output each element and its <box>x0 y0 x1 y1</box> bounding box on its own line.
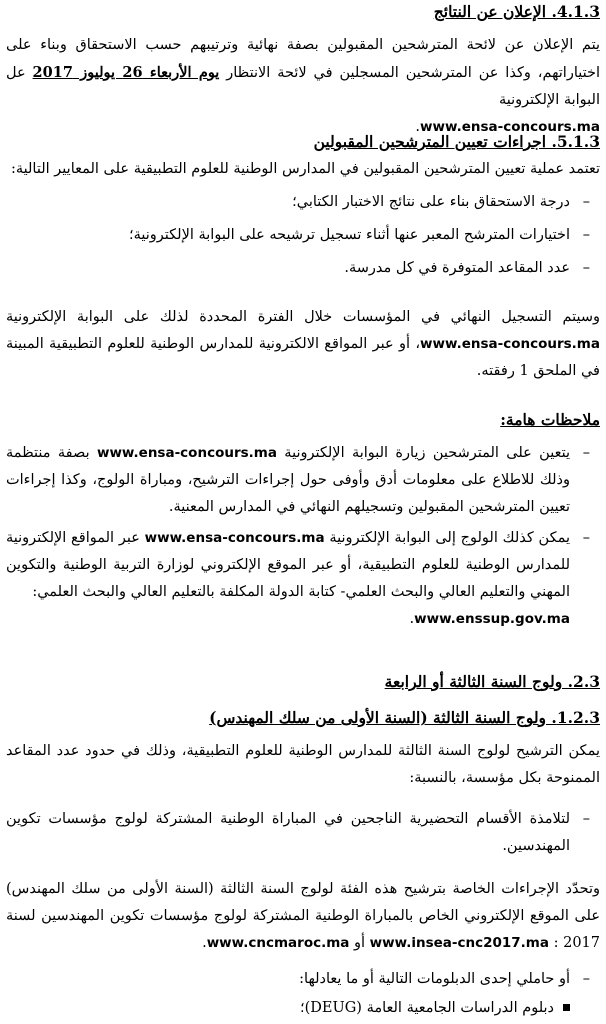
diploma-sub-item-1-text: دبلوم الدراسات الجامعية العامة (DEUG)؛ <box>300 1000 554 1016</box>
note2-url2[interactable]: www.enssup.gov.ma <box>414 611 570 627</box>
note-item-1: يتعين على المترشحين زيارة البوابة الإلكت… <box>6 440 600 521</box>
section-5-1-3: 5.1.3. اجراءات تعيين المترشحين المقبولين <box>6 132 600 152</box>
criteria-intro: تعتمد عملية تعيين المترشحين المقبولين في… <box>10 161 600 177</box>
procedure-or: أو <box>349 935 370 951</box>
section-1-2-3: 1.2.3. ولوج السنة الثالثة (السنة الأولى … <box>6 708 600 728</box>
third-year-item-block: لتلامذة الأقسام التحضيرية الناجحين في ال… <box>6 806 600 860</box>
notes-list-block: يتعين على المترشحين زيارة البوابة الإلكت… <box>6 440 600 633</box>
results-url[interactable]: www.ensa-concours.ma <box>420 119 600 135</box>
results-text-a: يتم الإعلان عن لائحة المترشحين المقبولين… <box>6 37 601 81</box>
third-year-item-1: لتلامذة الأقسام التحضيرية الناجحين في ال… <box>6 806 600 860</box>
third-year-intro: يمكن الترشيح لولوج السنة الثالثة للمدارس… <box>6 743 600 786</box>
results-text: يتم الإعلان عن لائحة المترشحين المقبولين… <box>6 32 600 141</box>
diplomas-block: أو حاملي إحدى الدبلومات التالية أو ما يع… <box>6 966 600 1022</box>
section-heading-5-1-3: 5.1.3. اجراءات تعيين المترشحين المقبولين <box>313 132 600 151</box>
final-url[interactable]: www.ensa-concours.ma <box>420 336 600 352</box>
criteria-item-2: اختيارات المترشح المعبر عنها أثناء تسجيل… <box>6 222 600 249</box>
section-heading-1-2-3: 1.2.3. ولوج السنة الثالثة (السنة الأولى … <box>209 708 600 727</box>
note2-text-b: عبر المواقع الإلكترونية للمدارس الوطنية … <box>6 530 570 600</box>
criteria-item-3: عدد المقاعد المتوفرة في كل مدرسة. <box>6 255 600 282</box>
criteria-block: تعتمد عملية تعيين المترشحين المقبولين في… <box>6 156 600 282</box>
notes-heading: ملاحظات هامة: <box>500 410 600 429</box>
diploma-sub-item-1: دبلوم الدراسات الجامعية العامة (DEUG)؛ <box>6 995 600 1022</box>
final-text-b: ، أو عبر المواقع الالكترونية للمدارس الو… <box>6 336 600 379</box>
final-registration: وسيتم التسجيل النهائي في المؤسسات خلال ا… <box>6 304 600 385</box>
procedure-url-1[interactable]: www.insea-cnc2017.ma <box>369 935 549 951</box>
diplomas-item: أو حاملي إحدى الدبلومات التالية أو ما يع… <box>6 966 600 993</box>
criteria-list: درجة الاستحقاق بناء على نتائج الاختبار ا… <box>6 189 600 282</box>
final-registration-text: وسيتم التسجيل النهائي في المؤسسات خلال ا… <box>6 304 600 385</box>
third-year-list: لتلامذة الأقسام التحضيرية الناجحين في ال… <box>6 806 600 860</box>
note2-tail: . <box>409 611 415 627</box>
third-year-intro-block: يمكن الترشيح لولوج السنة الثالثة للمدارس… <box>6 738 600 792</box>
section-2-3: 2.3. ولوج السنة الثالثة أو الرابعة <box>6 672 600 692</box>
notes-list: يتعين على المترشحين زيارة البوابة الإلكت… <box>6 440 600 633</box>
procedure-url-2[interactable]: www.cncmaroc.ma <box>206 935 350 951</box>
diplomas-list: أو حاملي إحدى الدبلومات التالية أو ما يع… <box>6 966 600 993</box>
procedure-block: وتحدّد الإجراءات الخاصة بترشيح هذه الفئة… <box>6 876 600 957</box>
procedure-text-a: وتحدّد الإجراءات الخاصة بترشيح هذه الفئة… <box>6 881 600 951</box>
note1-text-a: يتعين على المترشحين زيارة البوابة الإلكت… <box>276 445 570 461</box>
note2-text-a: يمكن كذلك الولوج إلى البوابة الإلكترونية <box>324 530 571 546</box>
square-bullet-icon <box>563 1004 570 1011</box>
notes-section: ملاحظات هامة: <box>6 410 600 430</box>
procedure-tail: . <box>202 935 207 951</box>
section-heading-4-1-3: 4.1.3. الإعلان عن النتائج <box>433 2 600 21</box>
note1-url[interactable]: www.ensa-concours.ma <box>96 445 277 461</box>
section-4-1-3: 4.1.3. الإعلان عن النتائج <box>6 2 600 22</box>
final-text-a: وسيتم التسجيل النهائي في المؤسسات خلال ا… <box>6 309 600 325</box>
note2-url[interactable]: www.ensa-concours.ma <box>144 530 325 546</box>
criteria-item-1: درجة الاستحقاق بناء على نتائج الاختبار ا… <box>6 189 600 216</box>
note1-text-b: بصفة منتظمة وذلك للاطلاع على معلومات أدق… <box>6 445 570 515</box>
results-paragraph: يتم الإعلان عن لائحة المترشحين المقبولين… <box>6 32 600 141</box>
results-date: يوم الأربعاء 26 يوليوز 2017 <box>32 64 220 81</box>
note-item-2: يمكن كذلك الولوج إلى البوابة الإلكترونية… <box>6 525 600 633</box>
section-heading-2-3: 2.3. ولوج السنة الثالثة أو الرابعة <box>384 672 600 691</box>
results-text-b: عل البوابة الإلكترونية <box>6 65 600 108</box>
results-url-tail: . <box>415 119 421 135</box>
procedure-text: وتحدّد الإجراءات الخاصة بترشيح هذه الفئة… <box>6 876 600 957</box>
